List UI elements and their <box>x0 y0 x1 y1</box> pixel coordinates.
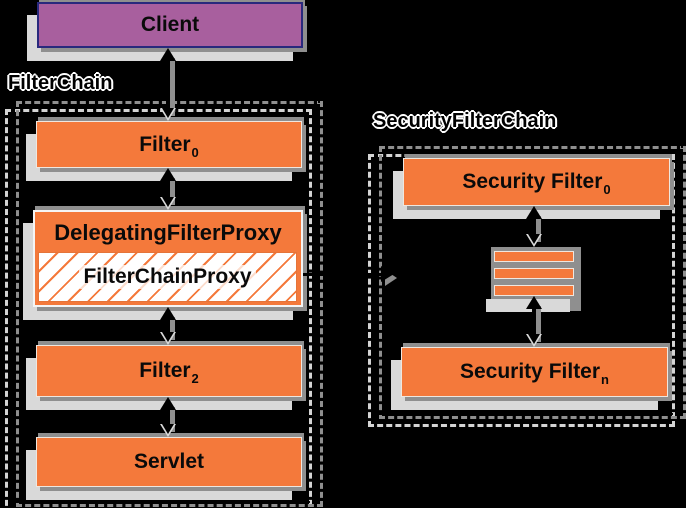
arrow-shaft <box>166 57 170 111</box>
arrow-shaft <box>166 177 170 200</box>
arrow-shadow <box>170 407 175 432</box>
arrow-shaft <box>532 215 536 237</box>
arrow-ellipsis-securityfiltern <box>526 296 542 347</box>
filter0-label: Filter0 <box>139 132 199 160</box>
filter0-box: Filter0 <box>36 121 302 168</box>
filterchain-boundary-shadow-light <box>5 109 312 508</box>
ellipsis-bar <box>494 285 574 296</box>
delegating-filter-proxy-label: DelegatingFilterProxy <box>54 220 282 245</box>
arrowhead-up-icon <box>160 48 176 61</box>
client-label: Client <box>140 13 200 36</box>
securityfilterchain-boundary-shadow <box>379 146 686 419</box>
security-filter0-subscript: 0 <box>603 182 611 197</box>
arrow-shaft <box>166 406 170 427</box>
delegation-line <box>303 273 385 276</box>
filter2-box: Filter2 <box>36 345 302 397</box>
filter-chain-proxy-box: FilterChainProxy <box>38 252 297 302</box>
arrow-shadow <box>170 317 175 340</box>
arrowhead-up-icon <box>160 168 176 181</box>
arrowhead-down-fill <box>162 197 174 207</box>
ellipsis-bar <box>494 251 574 262</box>
securityfilterchain-label: SecurityFilterChain <box>373 110 557 132</box>
filter2-label: Filter2 <box>139 359 199 386</box>
arrowhead-right-icon <box>381 266 394 282</box>
arrow-dfp-filter2 <box>160 307 176 345</box>
arrow-securityfilter0-ellipsis <box>526 206 542 247</box>
arrowhead-down-fill <box>528 234 540 244</box>
arrowhead-down-fill <box>162 108 174 118</box>
arrow-shaft <box>166 316 170 335</box>
security-filtern-subscript: n <box>601 372 609 387</box>
client-box: Client <box>37 2 303 48</box>
arrow-shadow <box>170 58 175 116</box>
security-filter0-box: Security Filter0 <box>403 158 670 206</box>
arrowhead-up-icon <box>160 397 176 410</box>
security-filtern-label: Security Filtern <box>459 360 609 387</box>
security-filtern-box: Security Filtern <box>401 347 668 397</box>
servlet-box: Servlet <box>36 437 302 487</box>
arrowhead-down-fill <box>162 332 174 342</box>
arrowhead-down-fill <box>528 334 540 344</box>
arrowhead-up-icon <box>526 296 542 309</box>
security-filter0-label: Security Filter0 <box>462 170 611 197</box>
arrow-filter0-dfp <box>160 168 176 210</box>
securityfilterchain-boundary <box>376 142 683 415</box>
arrowhead-up-icon <box>160 307 176 320</box>
arrowhead-up-icon <box>526 206 542 219</box>
filter0-subscript: 0 <box>191 144 199 160</box>
arrow-filter2-servlet <box>160 397 176 437</box>
ellipsis-bar <box>494 268 574 279</box>
arrow-shadow <box>536 306 541 342</box>
arrowhead-down-fill <box>162 424 174 434</box>
servlet-label: Servlet <box>133 450 205 473</box>
filterchain-label: FilterChain <box>8 72 113 94</box>
securityfilterchain-boundary-shadow-light <box>368 154 675 427</box>
arrow-shadow <box>170 178 175 205</box>
arrow-shaft <box>532 305 536 337</box>
arrow-shadow <box>536 216 541 242</box>
filter2-subscript: 2 <box>191 371 199 386</box>
arrow-client-filter0 <box>160 48 176 121</box>
filter-chain-proxy-label: FilterChainProxy <box>79 265 256 289</box>
